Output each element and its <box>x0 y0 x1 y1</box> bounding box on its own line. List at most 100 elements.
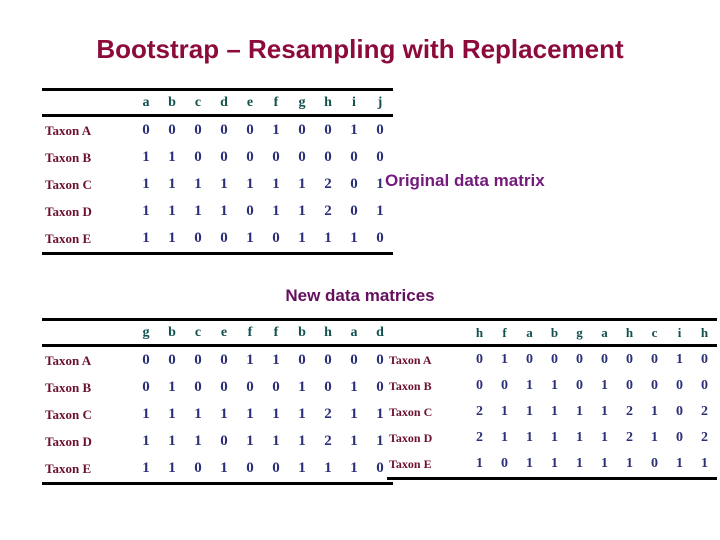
matrix-cell: 1 <box>142 149 150 165</box>
matrix-cell: 0 <box>376 379 384 395</box>
row-label: Taxon E <box>387 451 467 480</box>
matrix-cell: 1 <box>211 455 237 485</box>
matrix-cell: 0 <box>676 378 683 393</box>
matrix-cell: 0 <box>501 378 508 393</box>
matrix-cell: 1 <box>298 203 306 219</box>
matrix-cell: 0 <box>194 122 202 138</box>
matrix-cell: 1 <box>601 404 608 419</box>
matrix-cell: 2 <box>701 404 708 419</box>
matrix-cell: 1 <box>376 433 384 449</box>
matrix-cell: 0 <box>142 352 150 368</box>
matrix-cell: 1 <box>289 225 315 255</box>
column-header-4: e <box>237 88 263 117</box>
matrix-cell: 1 <box>194 176 202 192</box>
matrix-cell: 0 <box>676 430 683 445</box>
matrix-cell: 1 <box>246 433 254 449</box>
matrix-cell: 1 <box>376 406 384 422</box>
matrix-cell: 0 <box>220 149 228 165</box>
row-label: Taxon D <box>389 430 433 445</box>
matrix-cell: 0 <box>367 225 393 255</box>
matrix-cell: 1 <box>551 404 558 419</box>
matrix-cell: 1 <box>142 406 150 422</box>
matrix-cell: 0 <box>626 352 633 367</box>
matrix-cell: 1 <box>526 378 533 393</box>
matrix-cell: 1 <box>272 406 280 422</box>
matrix-cell: 0 <box>298 149 306 165</box>
matrix-cell: 2 <box>701 430 708 445</box>
row-label: Taxon E <box>42 455 133 485</box>
matrix-cell: 0 <box>142 379 150 395</box>
column-header-2: c <box>185 318 211 347</box>
matrix-cell: 0 <box>576 352 583 367</box>
matrix-cell: 1 <box>501 404 508 419</box>
matrix-cell: 0 <box>263 455 289 485</box>
matrix-cell: 1 <box>272 433 280 449</box>
matrix-cell: 1 <box>272 203 280 219</box>
matrix-cell: 0 <box>551 352 558 367</box>
row-label: Taxon D <box>45 203 92 219</box>
column-header-5: f <box>263 318 289 347</box>
matrix-cell: 1 <box>651 404 658 419</box>
matrix-cell: 1 <box>289 455 315 485</box>
matrix-cell: 1 <box>168 203 176 219</box>
row-label: Taxon E <box>42 225 133 255</box>
column-header-8: i <box>341 88 367 117</box>
page-title: Bootstrap – Resampling with Replacement <box>96 34 624 64</box>
matrix-cell: 1 <box>246 406 254 422</box>
column-header-9: h <box>692 318 717 347</box>
matrix-cell: 1 <box>168 433 176 449</box>
matrix-cell: 2 <box>476 404 483 419</box>
matrix-cell: 2 <box>324 176 332 192</box>
matrix-cell: 0 <box>237 455 263 485</box>
matrix-cell: 1 <box>592 451 617 480</box>
column-header-2: a <box>517 318 542 347</box>
column-header-5: a <box>592 318 617 347</box>
matrix-cell: 0 <box>526 352 533 367</box>
original-data-matrix-label: Original data matrix <box>385 171 545 190</box>
column-header-3: e <box>211 318 237 347</box>
column-header-0: g <box>133 318 159 347</box>
matrix-cell: 1 <box>159 455 185 485</box>
column-header-3: b <box>542 318 567 347</box>
matrix-cell: 1 <box>526 430 533 445</box>
matrix-cell: 0 <box>324 149 332 165</box>
matrix-cell: 0 <box>376 352 384 368</box>
column-header-6: g <box>289 88 315 117</box>
matrix-cell: 1 <box>133 225 159 255</box>
matrix-cell: 1 <box>676 352 683 367</box>
column-header-4: f <box>237 318 263 347</box>
matrix-cell: 1 <box>350 379 358 395</box>
matrix-cell: 0 <box>220 352 228 368</box>
matrix-cell: 0 <box>211 225 237 255</box>
matrix-cell: 0 <box>185 455 211 485</box>
matrix-cell: 2 <box>324 203 332 219</box>
matrix-cell: 1 <box>298 176 306 192</box>
matrix-cell: 1 <box>220 406 228 422</box>
matrix-cell: 1 <box>168 176 176 192</box>
matrix-cell: 1 <box>667 451 692 480</box>
matrix-cell: 1 <box>341 455 367 485</box>
matrix-cell: 0 <box>350 352 358 368</box>
column-header-7: h <box>315 88 341 117</box>
matrix-corner-cell <box>387 318 467 347</box>
column-header-4: g <box>567 318 592 347</box>
matrix-cell: 1 <box>315 455 341 485</box>
matrix-cell: 0 <box>676 404 683 419</box>
matrix-cell: 1 <box>194 433 202 449</box>
column-header-8: a <box>341 318 367 347</box>
row-label: Taxon A <box>45 122 92 138</box>
matrix-cell: 1 <box>272 122 280 138</box>
column-header-6: b <box>289 318 315 347</box>
matrix-cell: 1 <box>237 225 263 255</box>
